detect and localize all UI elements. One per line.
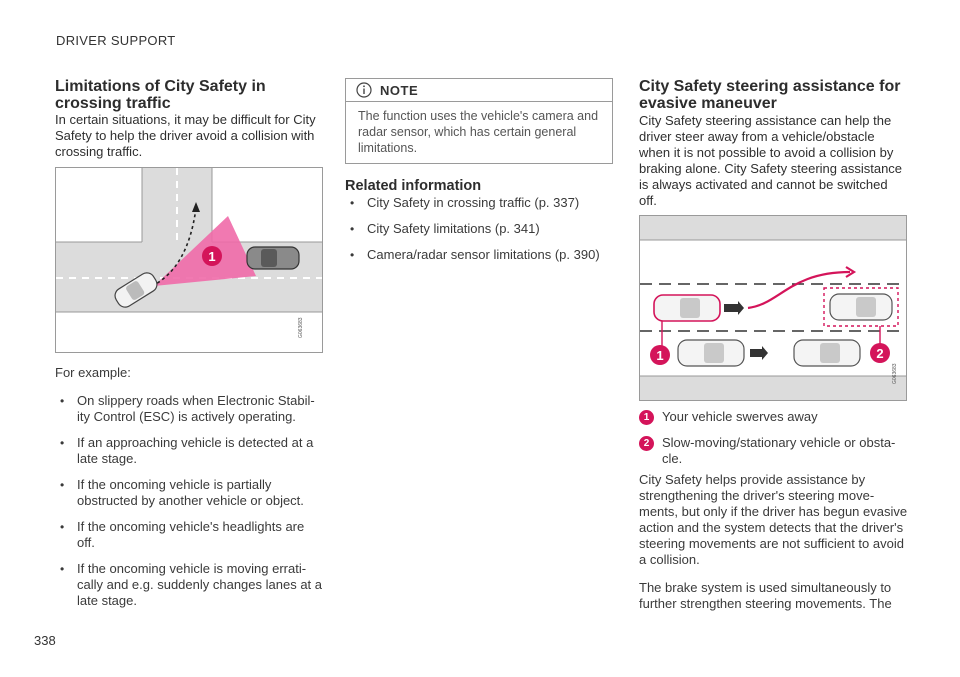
note-header: NOTE — [346, 79, 612, 102]
evasive-maneuver-illustration: 1 2 G063683 — [640, 216, 906, 400]
running-header: DRIVER SUPPORT — [56, 33, 176, 48]
figure-legend: 1 Your vehicle swerves away 2 Slow-movin… — [639, 409, 909, 467]
intro-crossing: In certain situations, it may be difficu… — [55, 112, 316, 159]
example-label: For example: — [55, 365, 131, 380]
evasive-maneuver-figure: 1 2 G063683 — [639, 215, 907, 401]
section-title-steering: City Safety steering assistance for evas… — [639, 78, 901, 112]
column-note: NOTE The function uses the vehicle's cam… — [345, 78, 613, 273]
intro-steering: City Safety steering assistance can help… — [639, 113, 903, 208]
note-body: The function uses the vehicle's camera a… — [358, 109, 599, 155]
lower-lane-vehicle — [793, 339, 861, 367]
list-item: On slippery roads when Electronic Stabil… — [55, 393, 323, 425]
note-box: NOTE The function uses the vehicle's cam… — [345, 78, 613, 164]
related-title: Related information — [345, 178, 482, 194]
figure-marker-2 — [870, 343, 890, 363]
figure-marker-1 — [650, 345, 670, 365]
figure-marker-1-label: 1 — [208, 249, 215, 264]
related-list: City Safety in crossing traffic (p. 337)… — [345, 195, 613, 263]
legend-item-1: 1 Your vehicle swerves away — [639, 409, 909, 425]
legend-text: Slow-moving/stationary vehicle or obsta-… — [662, 435, 896, 466]
figure-marker-1-label: 1 — [656, 348, 663, 363]
list-item: If the oncoming vehicle is partially obs… — [55, 477, 323, 509]
section-title-crossing: Limitations of City Safety in crossing t… — [55, 78, 266, 112]
related-link[interactable]: City Safety limitations (p. 341) — [345, 221, 613, 237]
figure-code: G063683 — [298, 317, 304, 338]
own-vehicle — [114, 272, 158, 308]
page-number: 338 — [34, 633, 56, 648]
oncoming-vehicle — [246, 246, 300, 270]
crossing-traffic-figure: 1 G063683 — [55, 167, 323, 353]
body-paragraph: City Safety helps provide assistance by … — [639, 472, 908, 567]
lower-lane-vehicle — [677, 339, 745, 367]
body-paragraph: The brake system is used simultaneously … — [639, 580, 892, 611]
legend-badge: 2 — [639, 436, 654, 451]
related-link[interactable]: Camera/radar sensor limitations (p. 390) — [345, 247, 613, 263]
obstacle-highlight — [823, 287, 899, 327]
stationary-vehicle — [829, 293, 893, 321]
list-item: If the oncoming vehicle's headlights are… — [55, 519, 323, 551]
column-crossing-traffic: Limitations of City Safety in crossing t… — [55, 78, 323, 619]
legend-item-2: 2 Slow-moving/stationary vehicle or obst… — [639, 435, 909, 467]
list-item: If an approaching vehicle is detected at… — [55, 435, 323, 467]
legend-text: Your vehicle swerves away — [662, 409, 818, 424]
legend-badge: 1 — [639, 410, 654, 425]
info-circle-icon — [356, 82, 372, 98]
figure-code: G063683 — [892, 363, 898, 384]
figure-marker-2-label: 2 — [876, 346, 883, 361]
column-steering-assistance: City Safety steering assistance for evas… — [639, 78, 909, 612]
list-item: If the oncoming vehicle is moving errati… — [55, 561, 323, 609]
crossing-traffic-illustration: 1 G063683 — [56, 168, 322, 352]
example-list: On slippery roads when Electronic Stabil… — [55, 393, 323, 609]
related-link[interactable]: City Safety in crossing traffic (p. 337) — [345, 195, 613, 211]
side-road — [142, 168, 212, 242]
own-vehicle — [653, 294, 721, 322]
figure-marker-1 — [202, 246, 222, 266]
note-title: NOTE — [380, 82, 419, 98]
